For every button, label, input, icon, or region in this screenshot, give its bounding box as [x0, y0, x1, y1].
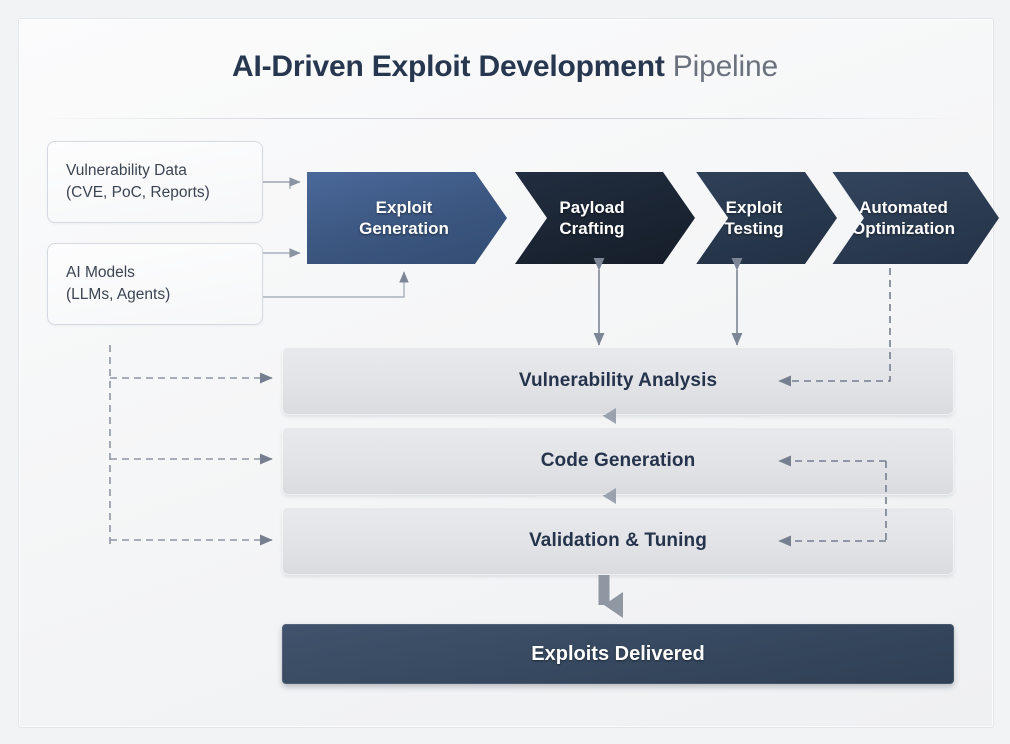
process-label: Vulnerability Analysis — [518, 370, 718, 391]
process-bar-validation-tuning[interactable]: Validation & Tuning — [282, 507, 954, 575]
output-label: Exploits Delivered — [531, 642, 705, 665]
stage-label-line1: Automated — [859, 197, 948, 217]
input-label-line2: (CVE, PoC, Reports) — [66, 184, 210, 201]
input-label-line2: (LLMs, Agents) — [66, 286, 171, 303]
stage-label-line1: Exploit — [375, 197, 433, 217]
stage-label-line2: Generation — [359, 219, 449, 238]
pipeline-stage-exploit-generation[interactable]: Exploit Generation — [307, 172, 507, 264]
process-label: Code Generation — [540, 450, 696, 471]
input-box-vulnerability-data[interactable]: Vulnerability Data (CVE, PoC, Reports) — [47, 141, 263, 223]
page-title: AI-Driven Exploit Development Pipeline — [0, 50, 1010, 84]
input-box-ai-models[interactable]: AI Models (LLMs, Agents) — [47, 243, 263, 325]
stage-label-line2: Crafting — [559, 219, 625, 238]
process-bar-code-generation[interactable]: Code Generation — [282, 427, 954, 495]
page-title-light: Pipeline — [664, 50, 778, 83]
page-title-strong: AI-Driven Exploit Development — [232, 50, 665, 83]
stage-label-line1: Payload — [559, 197, 625, 217]
title-divider — [40, 118, 970, 119]
process-bar-vulnerability-analysis[interactable]: Vulnerability Analysis — [282, 347, 954, 415]
stage-label-line2: Optimization — [852, 219, 955, 238]
output-bar-exploits-delivered[interactable]: Exploits Delivered — [282, 624, 954, 684]
input-label-line1: Vulnerability Data — [66, 161, 187, 179]
stage-label-line2: Testing — [724, 219, 784, 238]
process-label: Validation & Tuning — [529, 530, 707, 551]
input-label-line1: AI Models — [66, 263, 135, 281]
stage-label-line1: Exploit — [725, 197, 783, 217]
